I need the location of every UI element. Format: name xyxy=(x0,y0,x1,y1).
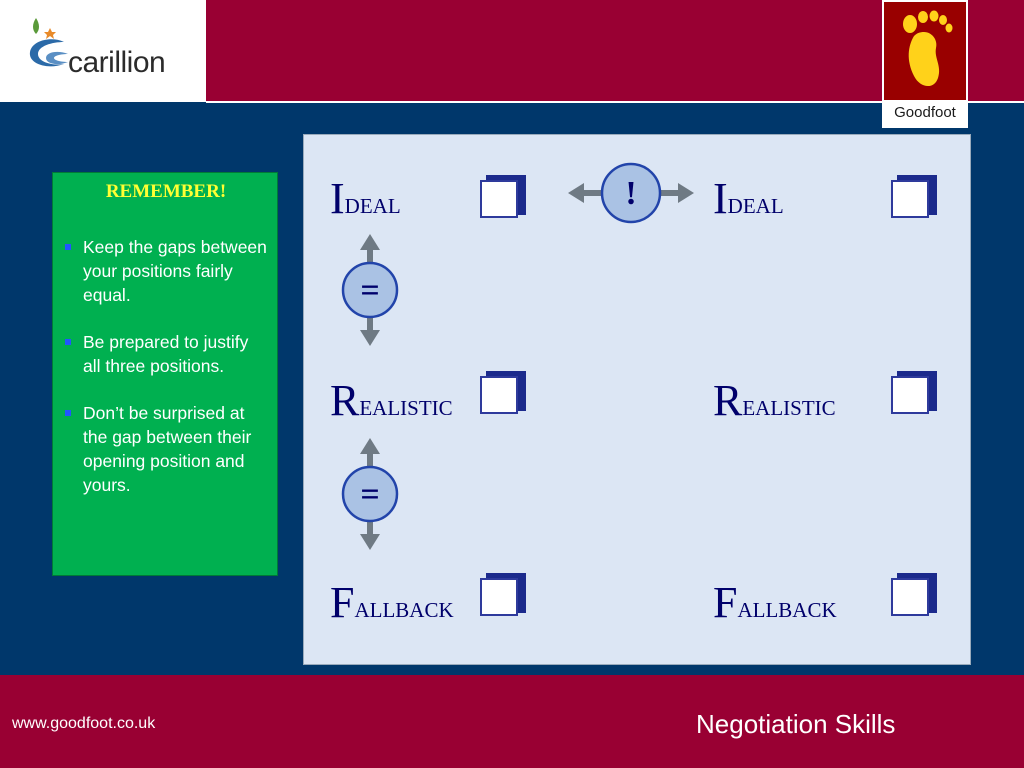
left-ideal-label: IDEAL xyxy=(330,174,401,223)
remember-item: Don’t be surprised at the gap between th… xyxy=(65,401,269,497)
right-realistic-checkbox[interactable] xyxy=(891,371,937,415)
carillion-logo: carillion xyxy=(0,0,206,102)
arrow-head-up xyxy=(360,438,380,454)
positions-panel: IDEAL REALISTIC FALLBACK IDEAL REALISTIC… xyxy=(303,134,971,665)
arrow-head-down xyxy=(360,330,380,346)
right-realistic-label: REALISTIC xyxy=(713,376,836,425)
arrow-head-left xyxy=(568,183,584,203)
left-realistic-checkbox[interactable] xyxy=(480,371,526,415)
arrow-shaft-bottom xyxy=(367,313,373,331)
goodfoot-footprint-icon xyxy=(903,10,953,87)
arrow-head-down xyxy=(360,534,380,550)
left-fallback-checkbox[interactable] xyxy=(480,573,526,617)
remember-item-text: Don’t be surprised at the gap between th… xyxy=(83,403,252,495)
left-fallback-label: FALLBACK xyxy=(330,578,454,627)
goodfoot-logo-background xyxy=(884,2,966,100)
equals-symbol: = xyxy=(360,476,380,513)
remember-box: REMEMBER! Keep the gaps between your pos… xyxy=(52,172,278,576)
bullet-icon xyxy=(65,339,71,345)
arrow-shaft-top xyxy=(367,453,373,471)
realistic-fallback-arrow xyxy=(341,438,399,550)
carillion-logo-text: carillion xyxy=(68,46,166,79)
equals-circle xyxy=(341,465,399,523)
right-ideal-checkbox[interactable] xyxy=(891,175,937,219)
carillion-logo-icon xyxy=(29,18,68,67)
bullet-icon xyxy=(65,244,71,250)
remember-title: REMEMBER! xyxy=(105,181,227,202)
right-fallback-checkbox[interactable] xyxy=(891,573,937,617)
checkbox-icon xyxy=(891,578,929,616)
header-rule xyxy=(206,101,1024,103)
remember-list: Keep the gaps between your positions fai… xyxy=(65,235,269,520)
left-ideal-checkbox[interactable] xyxy=(480,175,526,219)
ideal-ideal-arrow xyxy=(568,162,694,224)
exclaim-symbol: ! xyxy=(625,175,637,212)
right-ideal-label: IDEAL xyxy=(713,174,784,223)
goodfoot-logo-text: Goodfoot xyxy=(894,104,956,121)
ideal-realistic-arrow xyxy=(341,234,399,346)
remember-item: Keep the gaps between your positions fai… xyxy=(65,235,269,307)
bullet-icon xyxy=(65,410,71,416)
footer-banner: www.goodfoot.co.uk Negotiation Skills xyxy=(0,675,1024,768)
goodfoot-logo: Goodfoot xyxy=(882,0,968,128)
left-realistic-label: REALISTIC xyxy=(330,376,453,425)
exclaim-circle xyxy=(600,162,662,224)
footer-url[interactable]: www.goodfoot.co.uk xyxy=(12,715,156,732)
arrow-head-right xyxy=(678,183,694,203)
remember-item: Be prepared to justify all three positio… xyxy=(65,330,269,378)
remember-item-text: Be prepared to justify all three positio… xyxy=(83,332,249,376)
arrow-shaft-left xyxy=(583,190,601,196)
arrow-shaft-right xyxy=(661,190,679,196)
header-banner: carillion xyxy=(0,0,1024,103)
checkbox-icon xyxy=(480,376,518,414)
checkbox-icon xyxy=(891,180,929,218)
equals-circle xyxy=(341,261,399,319)
right-fallback-label: FALLBACK xyxy=(713,578,837,627)
checkbox-icon xyxy=(480,180,518,218)
arrow-head-up xyxy=(360,234,380,250)
remember-item-text: Keep the gaps between your positions fai… xyxy=(83,237,267,305)
checkbox-icon xyxy=(480,578,518,616)
arrow-shaft-top xyxy=(367,249,373,267)
checkbox-icon xyxy=(891,376,929,414)
footer-title: Negotiation Skills xyxy=(696,709,896,739)
equals-symbol: = xyxy=(360,272,380,309)
arrow-shaft-bottom xyxy=(367,517,373,535)
